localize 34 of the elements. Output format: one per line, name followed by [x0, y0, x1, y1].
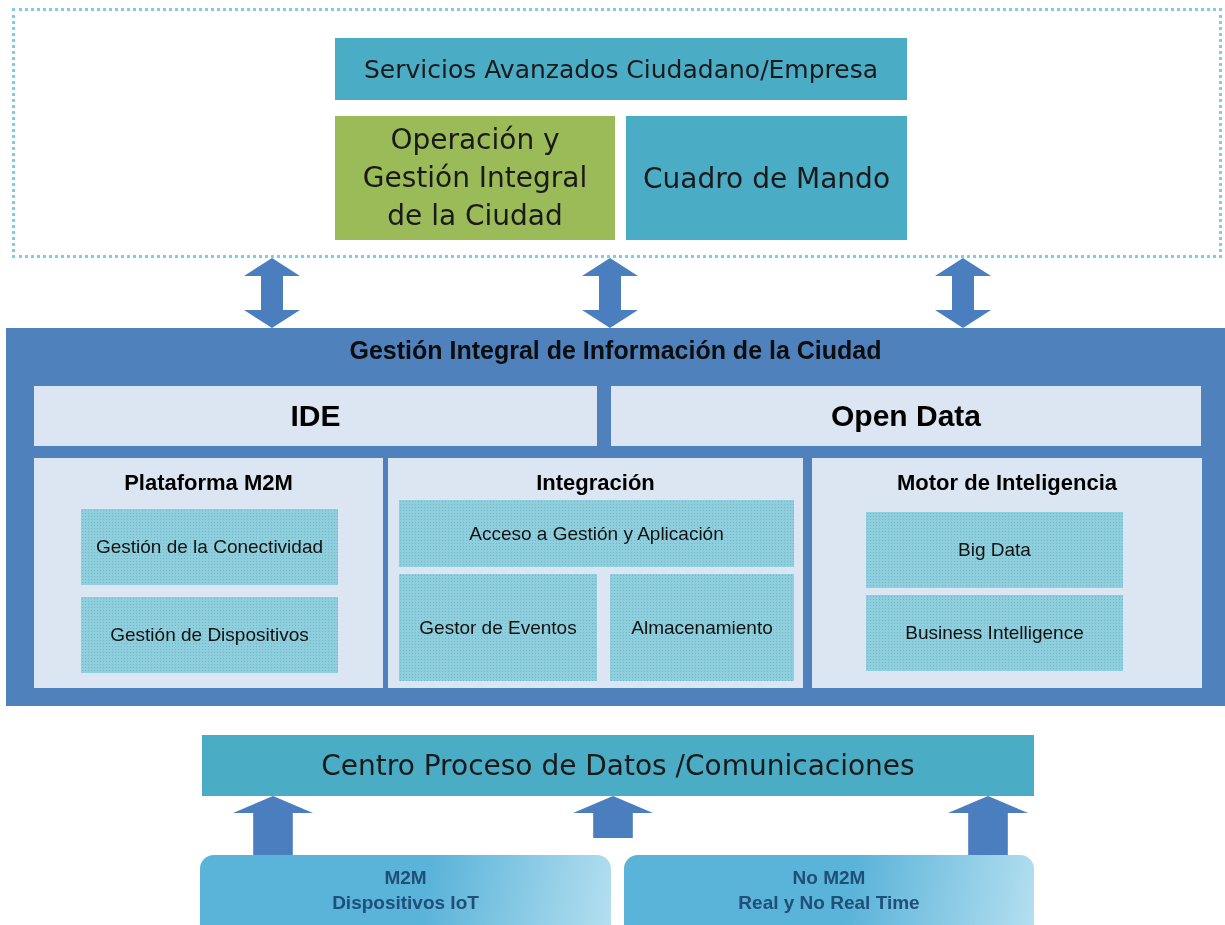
double-arrow: [244, 258, 300, 328]
group-title: Integración: [535, 470, 656, 496]
component-box: Almacenamiento: [610, 574, 794, 681]
card-title: No M2M: [791, 867, 867, 889]
process-box: Servicios Avanzados Ciudadano/Empresa: [335, 38, 907, 100]
module-panel: [388, 458, 803, 688]
platform-panel: [6, 328, 1225, 706]
process-box: Centro Proceso de Datos /Comunicaciones: [202, 735, 1034, 796]
input-card: [624, 855, 1034, 925]
double-arrow: [935, 258, 991, 328]
arrow: [573, 796, 653, 838]
header-bar: IDE: [34, 386, 597, 446]
card-subtitle: Real y No Real Time: [737, 892, 921, 914]
module-panel: [34, 458, 383, 688]
frame-box: [12, 8, 1222, 258]
process-box: Operación y Gestión Integral de la Ciudad: [335, 116, 615, 240]
process-box: Cuadro de Mando: [626, 116, 907, 240]
group-title: Plataforma M2M: [123, 470, 294, 496]
component-box: Big Data: [866, 512, 1123, 588]
double-arrow: [582, 258, 638, 328]
module-panel: [812, 458, 1202, 688]
component-box: Gestión de la Conectividad: [81, 509, 338, 585]
arrow: [233, 796, 313, 855]
group-title: Motor de Inteligencia: [896, 470, 1118, 496]
input-card: [200, 855, 611, 925]
component-box: Business Intelligence: [866, 595, 1123, 671]
component-box: Gestor de Eventos: [399, 574, 597, 681]
card-title: M2M: [383, 867, 428, 889]
header-bar: Open Data: [611, 386, 1201, 446]
arrow: [948, 796, 1028, 855]
card-subtitle: Dispositivos IoT: [331, 892, 480, 914]
component-box: Gestión de Dispositivos: [81, 597, 338, 673]
panel-title: Gestión Integral de Información de la Ciudad: [348, 336, 883, 365]
component-box: Acceso a Gestión y Aplicación: [399, 500, 794, 567]
